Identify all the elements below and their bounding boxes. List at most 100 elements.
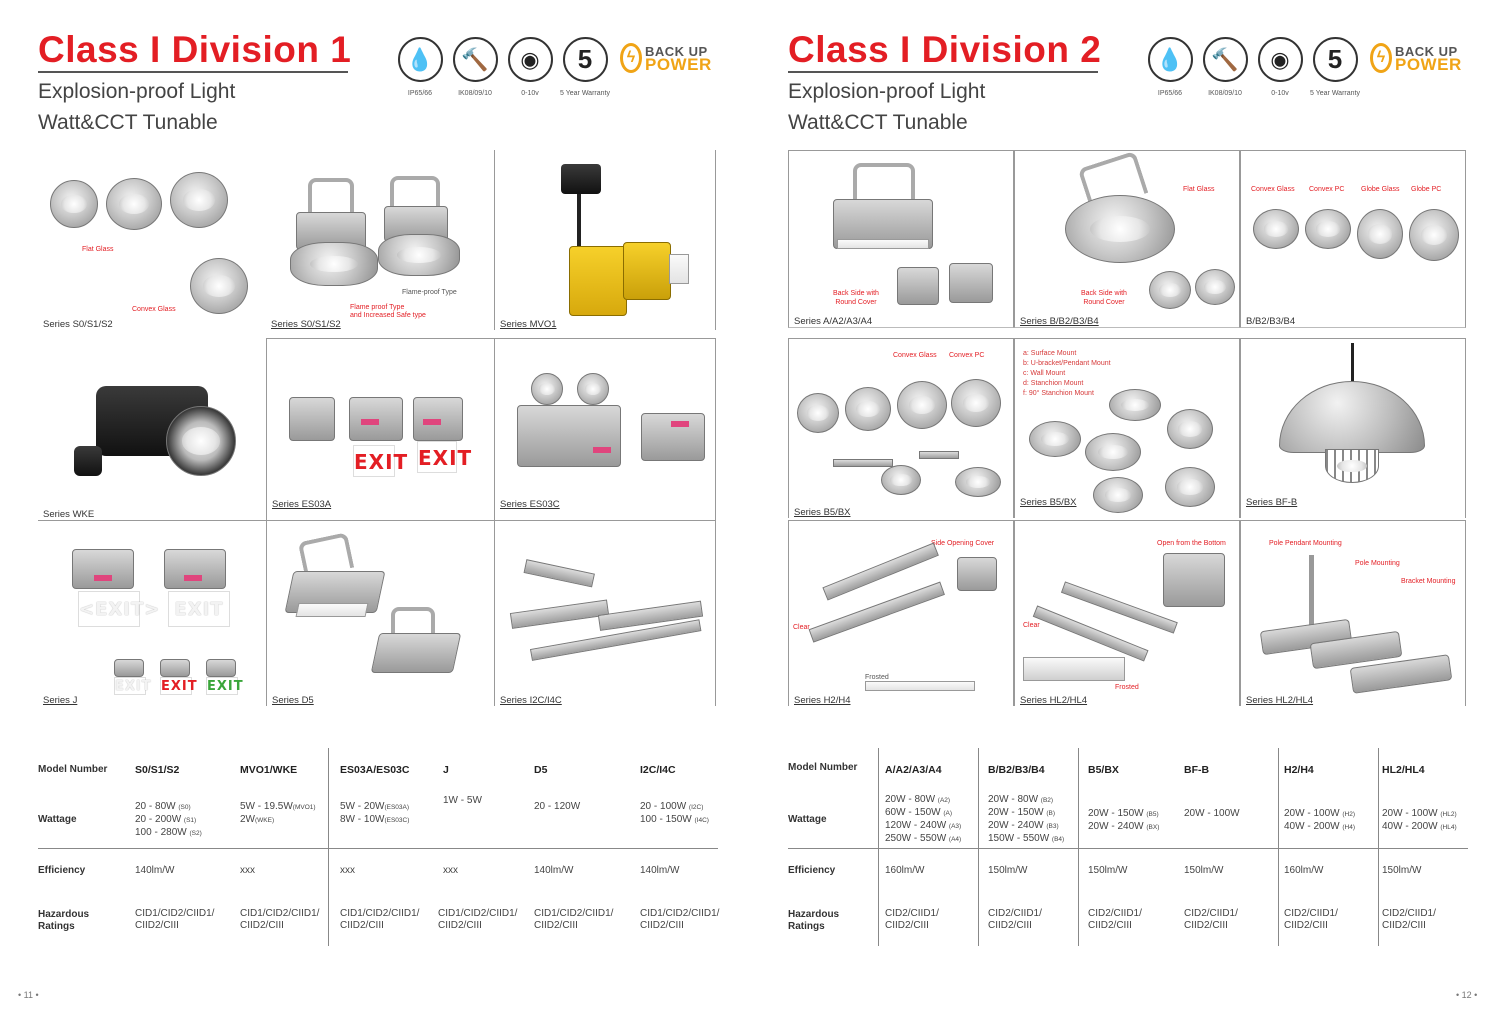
cell-label: Series D5 (272, 695, 314, 706)
hazard-cell: CID2/CIID1/CIID2/CIII (1088, 908, 1142, 931)
product-cell-hl2-mounts[interactable]: Pole Pendant Mounting Pole Mounting Brac… (1240, 520, 1466, 706)
cell-label: Series HL2/HL4 (1246, 695, 1314, 706)
product-cell-bf-b[interactable]: Series BF-B (1240, 338, 1466, 518)
right-page: Class I Division 2 Explosion-proof Light… (750, 0, 1500, 1018)
hazard-cell: CID1/CID2/CIID1/CIID2/CIII (438, 908, 518, 931)
header-col: D5 (534, 764, 548, 776)
certification-row: 💧 IP65/66 🔨 IK08/09/10 ◉ 0-10v 5 5 Year … (1145, 37, 1462, 97)
note-open-bottom: Open from the Bottom (1157, 540, 1226, 547)
cert-warranty: 5 5 Year Warranty (560, 37, 610, 97)
subtitle-2: Watt&CCT Tunable (38, 111, 218, 134)
exit-sign: EXIT (206, 677, 244, 695)
product-cell-b5-variants[interactable]: Convex Glass Convex PC Series B5/BX (788, 338, 1014, 518)
exit-sign: EXIT (168, 591, 230, 627)
cell-label: Series ES03C (500, 499, 560, 510)
cell-label: Series WKE (43, 509, 95, 520)
note-convex-glass: Convex Glass (1251, 186, 1295, 193)
efficiency-cell: 150lm/W (1088, 865, 1128, 876)
wattage-cell: 1W - 5W (443, 795, 482, 806)
product-cell-b5-mounts[interactable]: a: Surface Mount b: U-bracket/Pendant Mo… (1014, 338, 1240, 518)
product-cell-a[interactable]: Back Side with Round Cover Series A/A2/A… (788, 150, 1014, 328)
spec-table-div1: Model Number S0/S1/S2 MVO1/WKE ES03A/ES0… (38, 748, 719, 948)
header-col: S0/S1/S2 (135, 764, 180, 776)
cell-label: Series J (43, 695, 78, 706)
wattage-cell: 20W - 150W (B5)20W - 240W (BX) (1088, 808, 1160, 832)
lightning-bolt-icon: ϟ (620, 43, 642, 73)
page-number: • 12 • (1456, 990, 1478, 1000)
cert-ip-rating: 💧 IP65/66 (1145, 37, 1195, 97)
row-label-wattage: Wattage (788, 814, 827, 825)
product-cell-hl2[interactable]: Open from the Bottom Clear Frosted Serie… (1014, 520, 1240, 706)
header-col: MVO1/WKE (240, 764, 298, 776)
cert-warranty: 5 5 Year Warranty (1310, 37, 1360, 97)
wattage-cell: 20 - 120W (534, 801, 581, 812)
product-cell-b-variants[interactable]: Convex Glass Convex PC Globe Glass Globe… (1240, 150, 1466, 328)
product-cell-s0-flat[interactable]: Flat Glass Convex Glass Series S0/S1/S2 (38, 150, 266, 330)
cell-label: Series B5/BX (794, 507, 851, 518)
header-col: B5/BX (1088, 764, 1119, 776)
header-col: ES03A/ES03C (340, 764, 410, 776)
brand-top: BACK UP (645, 44, 708, 59)
subtitle-1: Explosion-proof Light (788, 80, 986, 103)
header-col: HL2/HL4 (1382, 764, 1425, 776)
exit-sign: EXIT (114, 677, 152, 695)
left-page: Class I Division 1 Explosion-proof Light… (18, 29, 719, 1001)
note-increased-safe: and Increased Safe type (350, 312, 426, 319)
cert-label: 5 Year Warranty (1310, 90, 1360, 97)
note-convex-glass: Convex Glass (893, 352, 937, 359)
efficiency-cell: 160lm/W (885, 865, 925, 876)
product-cell-mvo1[interactable]: Series MVO1 (494, 150, 716, 330)
backup-power-logo: ϟ BACK UP POWER (1370, 43, 1462, 73)
wattage-cell: 20W - 100W (H2)40W - 200W (H4) (1284, 808, 1355, 832)
cell-label: Series I2C/I4C (500, 695, 562, 706)
note-globe-pc: Globe PC (1411, 186, 1442, 193)
product-cell-wke[interactable]: Series WKE (38, 338, 266, 520)
note-frosted: Frosted (865, 674, 889, 681)
certification-row: 💧 IP65/66 🔨 IK08/09/10 ◉ 0-10v 5 5 Year … (395, 37, 712, 97)
brand-bottom: POWER (645, 55, 712, 74)
cell-label: Series S0/S1/S2 (271, 319, 341, 330)
hazard-cell: CID2/CIID1/CIID2/CIII (988, 908, 1042, 931)
hammer-icon: 🔨 (452, 37, 498, 82)
spec-table-div2: Model Number A/A2/A3/A4 B/B2/B3/B4 B5/BX… (788, 748, 1468, 948)
note-pole-mounting: Pole Mounting (1355, 560, 1400, 567)
cert-label: IP65/66 (1157, 90, 1183, 97)
row-label-efficiency: Efficiency (38, 865, 86, 876)
product-cell-es03c[interactable]: Series ES03C (494, 338, 716, 520)
efficiency-cell: xxx (340, 865, 355, 876)
row-label-efficiency: Efficiency (788, 865, 836, 876)
cell-label: Series MVO1 (500, 319, 557, 330)
water-drop-icon: 💧 (1147, 37, 1193, 82)
wattage-cell: 20W - 80W (B2)20W - 150W (B)20W - 240W (… (988, 794, 1065, 844)
hazard-cell: CID1/CID2/CIID1/CIID2/CIII (534, 908, 614, 931)
cert-ik-rating: 🔨 IK08/09/10 (1200, 37, 1250, 97)
product-cell-es03a[interactable]: EXIT EXIT Series ES03A (266, 338, 494, 520)
product-cell-h2[interactable]: Side Opening Cover Clear Frosted Series … (788, 520, 1014, 706)
note-back-side: Back Side with Round Cover (833, 290, 879, 306)
product-cell-d5[interactable]: Series D5 (266, 520, 494, 706)
header-col: BF-B (1184, 764, 1210, 776)
page-title: Class I Division 1 (38, 29, 352, 70)
cert-label: IK08/09/10 (458, 90, 492, 97)
product-cell-j[interactable]: <EXIT> EXIT EXIT EXIT EXIT Series J (38, 520, 266, 706)
subtitle-1: Explosion-proof Light (38, 80, 236, 103)
exit-sign: EXIT (160, 677, 198, 695)
subtitle-2: Watt&CCT Tunable (788, 111, 968, 134)
five-year-icon: 5 (1312, 37, 1358, 82)
product-cell-s0-flameproof[interactable]: Flame-proof Type Flame proof Type and In… (266, 150, 494, 330)
cert-dimming: ◉ 0-10v (505, 37, 555, 97)
note-bracket-mounting: Bracket Mounting (1401, 578, 1456, 585)
product-cell-b[interactable]: Flat Glass Back Side with Round Cover Se… (1014, 150, 1240, 328)
dimmer-icon: ◉ (1257, 37, 1303, 82)
wattage-cell: 20 - 80W (S0)20 - 200W (S1)100 - 280W (S… (135, 801, 202, 838)
product-cell-i2c[interactable]: Series I2C/I4C (494, 520, 716, 706)
cert-label: IP65/66 (407, 90, 433, 97)
header-col: J (443, 764, 449, 776)
efficiency-cell: 150lm/W (988, 865, 1028, 876)
note-pole-pendant: Pole Pendant Mounting (1269, 540, 1342, 547)
note-convex-glass: Convex Glass (132, 306, 176, 313)
efficiency-cell: 160lm/W (1284, 865, 1324, 876)
cell-label: B/B2/B3/B4 (1246, 316, 1296, 327)
mount-type-list: a: Surface Mount b: U-bracket/Pendant Mo… (1023, 350, 1111, 397)
